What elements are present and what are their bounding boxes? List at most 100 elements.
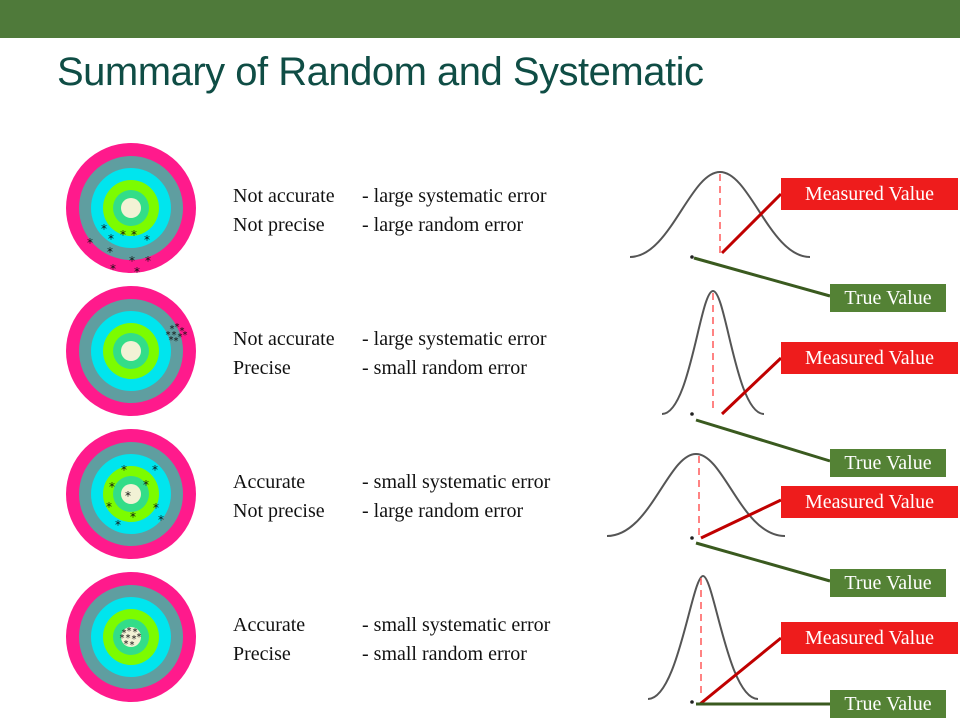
target-rings	[66, 143, 196, 273]
svg-text:*: *	[143, 478, 149, 492]
true-value-dot	[690, 700, 694, 704]
measured-value-label-2: Measured Value	[781, 342, 958, 374]
svg-text:*: *	[130, 510, 136, 524]
accuracy-desc: - small systematic error	[362, 614, 551, 636]
precision-label: Not precise	[233, 214, 325, 236]
target-rings	[66, 286, 196, 416]
shot-marks: *** *** *** *	[106, 463, 164, 532]
svg-text:*: *	[131, 228, 137, 242]
precision-desc: - large random error	[362, 500, 524, 522]
true-value-dot	[690, 412, 694, 416]
accuracy-desc: - large systematic error	[362, 328, 547, 350]
case-4-description: Accurate - small systematic error Precise…	[233, 611, 550, 669]
distribution-1	[629, 170, 831, 298]
svg-text:*: *	[120, 633, 125, 644]
measured-pointer-line	[720, 356, 783, 416]
svg-text:*: *	[125, 489, 131, 503]
accuracy-label: Accurate	[233, 471, 306, 493]
measured-pointer-line	[720, 192, 783, 255]
target-not-accurate-not-precise: *** *** *** **	[66, 143, 196, 273]
distribution-4	[647, 574, 830, 706]
precision-label: Precise	[233, 357, 291, 379]
distribution-3	[606, 452, 831, 583]
measured-value-label-3: Measured Value	[781, 486, 958, 518]
true-value-label-2: True Value	[830, 449, 946, 477]
accuracy-label: Not accurate	[233, 328, 335, 350]
accuracy-label: Not accurate	[233, 185, 335, 207]
measured-pointer-line	[699, 636, 782, 706]
case-2-description: Not accurate - large systematic error Pre…	[233, 325, 547, 383]
svg-text:*: *	[122, 628, 127, 639]
measured-value-label-1: Measured Value	[781, 178, 958, 210]
true-value-label-3: True Value	[830, 569, 946, 597]
case-3-description: Accurate - small systematic error Not pre…	[233, 468, 550, 526]
shot-marks: *** *** *** **	[87, 222, 151, 273]
svg-text:*: *	[158, 513, 164, 527]
svg-text:*: *	[121, 463, 127, 477]
shot-marks: *** *** ***	[120, 626, 142, 651]
svg-text:*: *	[127, 626, 132, 637]
svg-text:*: *	[145, 254, 151, 268]
svg-text:*: *	[172, 330, 177, 341]
target-not-accurate-precise: *** *** ***	[66, 286, 196, 416]
svg-text:*: *	[110, 262, 116, 273]
true-value-label-4: True Value	[830, 690, 946, 718]
svg-text:*: *	[120, 228, 126, 242]
target-accurate-not-precise: *** *** *** *	[66, 429, 196, 559]
target-rings	[66, 572, 196, 702]
svg-text:*: *	[126, 633, 131, 644]
svg-text:*: *	[124, 639, 129, 650]
accuracy-desc: - large systematic error	[362, 185, 547, 207]
true-value-dot	[690, 536, 694, 540]
top-bar	[0, 0, 960, 38]
svg-text:*: *	[175, 322, 180, 333]
bell-curve	[661, 289, 765, 415]
svg-text:*: *	[153, 501, 159, 515]
svg-text:*: *	[130, 640, 135, 651]
true-pointer-line	[695, 541, 831, 583]
svg-text:*: *	[108, 232, 114, 246]
svg-text:*: *	[107, 245, 113, 259]
svg-text:*: *	[132, 634, 137, 645]
svg-text:*: *	[129, 254, 135, 268]
svg-text:*: *	[101, 222, 107, 236]
measured-value-label-4: Measured Value	[781, 622, 958, 654]
slide-title: Summary of Random and Systematic	[57, 50, 704, 94]
svg-text:*: *	[174, 336, 179, 347]
precision-desc: - small random error	[362, 643, 527, 665]
true-pointer-line	[695, 418, 831, 463]
case-1-description: Not accurate - large systematic error Not…	[233, 182, 547, 240]
bell-curve	[647, 574, 759, 700]
svg-text:*: *	[178, 332, 183, 343]
target-accurate-precise: *** *** ***	[66, 572, 196, 702]
svg-text:*: *	[87, 236, 93, 250]
svg-text:*: *	[169, 335, 174, 346]
svg-text:*: *	[144, 233, 150, 247]
target-rings	[66, 429, 196, 559]
svg-text:*: *	[170, 324, 175, 335]
accuracy-label: Accurate	[233, 614, 306, 636]
svg-text:*: *	[115, 518, 121, 532]
svg-text:*: *	[137, 632, 142, 643]
true-value-label-1: True Value	[830, 284, 946, 312]
bell-curve	[629, 170, 811, 258]
distribution-diagrams	[606, 170, 831, 706]
precision-desc: - small random error	[362, 357, 527, 379]
distribution-2	[661, 289, 831, 463]
precision-desc: - large random error	[362, 214, 524, 236]
precision-label: Not precise	[233, 500, 325, 522]
precision-label: Precise	[233, 643, 291, 665]
svg-text:*: *	[134, 265, 140, 273]
svg-text:*: *	[152, 463, 158, 477]
svg-text:*: *	[183, 330, 188, 341]
shot-marks: *** *** ***	[166, 322, 188, 347]
svg-text:*: *	[109, 480, 115, 494]
measured-pointer-line	[700, 498, 782, 540]
bell-curve	[606, 452, 786, 537]
svg-text:*: *	[180, 326, 185, 337]
svg-text:*: *	[166, 330, 171, 341]
svg-text:*: *	[133, 627, 138, 638]
true-pointer-line	[693, 256, 831, 298]
accuracy-desc: - small systematic error	[362, 471, 551, 493]
true-value-dot	[690, 255, 694, 259]
